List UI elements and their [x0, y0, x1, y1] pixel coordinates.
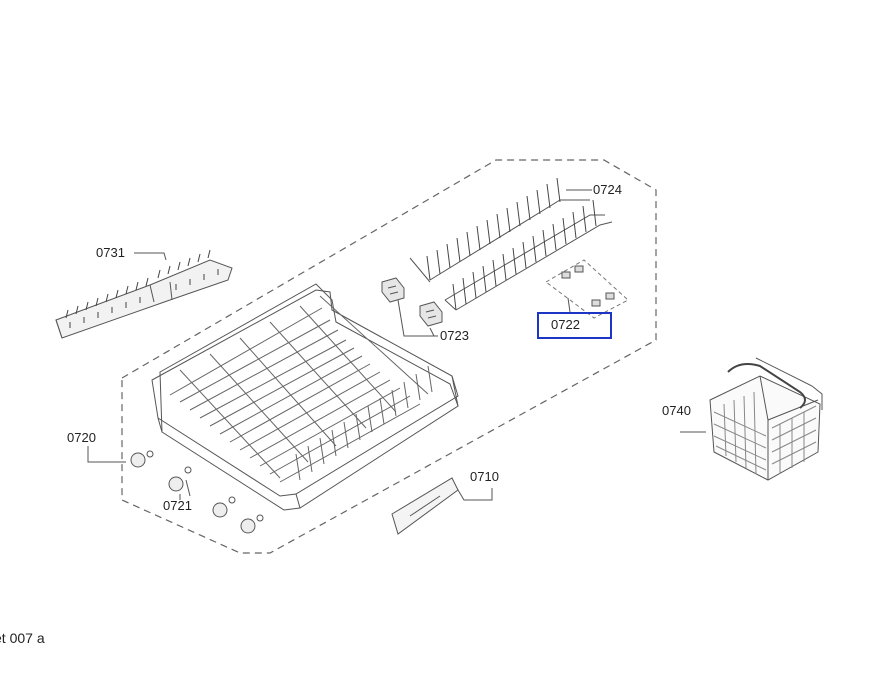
part-label-0721[interactable]: 0721	[163, 498, 192, 513]
part-0722-drawing	[545, 259, 629, 319]
part-0710-drawing	[391, 477, 493, 535]
part-0740-drawing	[680, 357, 823, 481]
part-label-0710[interactable]: 0710	[470, 469, 499, 484]
part-0723-drawing	[381, 277, 443, 337]
part-label-0722[interactable]: 0722	[551, 317, 580, 332]
sheet-label: et 007 a	[0, 630, 45, 646]
part-0731-drawing	[55, 249, 233, 339]
selected-part-highlight[interactable]	[537, 312, 612, 339]
part-0720-drawing	[87, 283, 459, 511]
part-0724-drawing	[409, 177, 613, 311]
part-label-0731[interactable]: 0731	[96, 245, 125, 260]
part-0721-drawing	[130, 450, 264, 534]
part-label-0724[interactable]: 0724	[593, 182, 622, 197]
part-label-0723[interactable]: 0723	[440, 328, 469, 343]
assembly-boundary	[121, 159, 657, 554]
part-label-0740[interactable]: 0740	[662, 403, 691, 418]
part-label-0720[interactable]: 0720	[67, 430, 96, 445]
